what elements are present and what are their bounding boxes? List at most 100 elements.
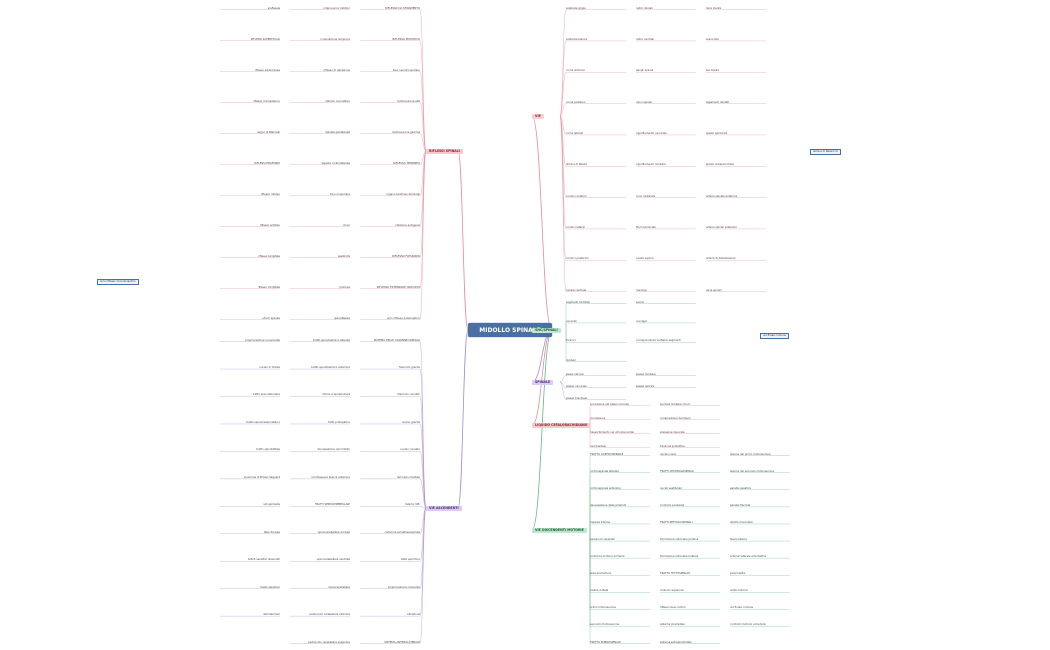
- branch-right-1[interactable]: SNC/SPINALI: [532, 328, 561, 333]
- bottom-left-items-node[interactable]: nucleo gracile: [401, 420, 420, 424]
- bottom-left-items-node[interactable]: vibrazione: [406, 613, 420, 617]
- top-right-items-node[interactable]: corna laterali: [566, 131, 584, 135]
- branch-bottom-left[interactable]: VIE ASCENDENTI: [426, 506, 462, 511]
- top-left-items-node[interactable]: shock spinale: [262, 316, 280, 320]
- bottom-right-items-node[interactable]: fascicolazioni: [730, 537, 748, 541]
- top-left-items-node[interactable]: spasticità: [337, 254, 350, 258]
- top-left-items-node[interactable]: areflessia: [267, 6, 280, 10]
- top-right-items-node[interactable]: gangli spinali: [636, 69, 654, 73]
- bottom-left-items-node[interactable]: commessura bianca anteriore: [311, 475, 350, 479]
- bottom-left-items-node[interactable]: propriocezione incosciente: [245, 338, 280, 342]
- bottom-right-items-node[interactable]: atrofia muscolare: [730, 520, 753, 524]
- top-right-items-node[interactable]: aracnoide: [706, 37, 719, 41]
- bottom-right-items-node[interactable]: poliomielite: [730, 572, 746, 576]
- top-left-items-node[interactable]: RIFLESSO DA STIRAMENTO: [385, 6, 420, 10]
- bottom-right-items-node[interactable]: corteccia motoria primaria: [590, 555, 625, 559]
- right-1-items-node[interactable]: segmenti midollari: [566, 300, 591, 304]
- top-left-items-node[interactable]: motoneurone alfa: [396, 99, 420, 103]
- top-left-items-node[interactable]: riflesso addominale: [254, 68, 280, 72]
- bottom-right-items-node[interactable]: secondo motoneurone: [590, 623, 620, 627]
- right-3-items-node[interactable]: composizione del liquor: [660, 416, 691, 420]
- bottom-right-items-node[interactable]: lesione del primo motoneurone: [730, 452, 771, 456]
- top-left-items-node[interactable]: clono: [343, 223, 350, 227]
- bottom-right-items-node[interactable]: formazione reticolare pontina: [660, 537, 699, 541]
- bottom-right-items-node[interactable]: sistema piramidale: [660, 623, 685, 627]
- bottom-right-items-node[interactable]: unità motoria: [730, 589, 748, 593]
- top-right-items-node[interactable]: rigonfiamento lombare: [636, 163, 666, 167]
- top-right-items-node[interactable]: arterie spinali posteriori: [706, 225, 738, 229]
- right-2-items-node[interactable]: plesso cervicale: [566, 384, 587, 388]
- bottom-left-items-node[interactable]: dolore e temperatura: [322, 393, 350, 397]
- bottom-right-items-node[interactable]: capsula interna: [590, 520, 611, 524]
- top-left-items-node[interactable]: RIFLESSO MIOTATICO: [392, 37, 420, 41]
- bottom-left-items-node[interactable]: tratto spinotalamico anteriore: [311, 365, 350, 369]
- bottom-left-items-node[interactable]: decussazione nel midollo: [317, 448, 350, 452]
- bottom-right-items-node[interactable]: paralisi flaccida: [730, 503, 751, 507]
- bottom-right-items-node[interactable]: peduncoli cerebrali: [590, 537, 615, 541]
- right-1-items-node[interactable]: toracici: [566, 339, 576, 343]
- bottom-left-items-node[interactable]: deficit sensitivi dissociati: [247, 558, 280, 562]
- top-left-items-node[interactable]: RIFLESSO TENDINEO: [393, 161, 420, 165]
- bottom-left-items-node[interactable]: tatto protopatico: [328, 420, 350, 424]
- bottom-left-items-node[interactable]: fascicolo gracile: [399, 365, 420, 369]
- right-2-items-node[interactable]: plesso sacrale: [636, 384, 655, 388]
- top-right-items-node[interactable]: legamenti dentati: [706, 100, 730, 104]
- right-2-items-node[interactable]: plesso lombare: [636, 372, 656, 376]
- top-right-items-node[interactable]: spazio epidurale: [706, 131, 728, 135]
- bottom-right-items-node[interactable]: lesione del secondo motoneurone: [730, 469, 774, 473]
- bottom-left-items-node[interactable]: tratto spinomesencefalico: [246, 420, 280, 424]
- branch-right-3[interactable]: LIQUIDO CEFALORACHIDIANO: [532, 423, 591, 428]
- bottom-right-items-node[interactable]: TRATTI RETICOLOSPINALI: [660, 520, 693, 524]
- top-left-items-node[interactable]: RIFLESSI PROFONDI: [254, 161, 280, 165]
- top-right-items-node[interactable]: cordoni anteriori: [566, 194, 588, 198]
- top-left-items-node[interactable]: riflesso cremasterico: [252, 99, 280, 103]
- top-left-items-node[interactable]: arco riflesso polisinaptico: [387, 316, 420, 320]
- right-1-items-node[interactable]: lombari: [566, 358, 576, 362]
- right-3-items-node[interactable]: circolazione: [590, 416, 606, 420]
- right-3-items-node[interactable]: produzione nei plessi corioidei: [590, 402, 630, 406]
- top-right-items-node[interactable]: nervi spinali: [636, 100, 652, 104]
- right-3-items-node[interactable]: riassorbimento nei villi aracnoidei: [590, 430, 634, 434]
- bottom-left-items-node[interactable]: tatto epicritico: [401, 558, 420, 562]
- bottom-left-items-node[interactable]: TRATTI SPINOCEREBELLARI: [314, 503, 350, 507]
- top-right-items-node[interactable]: cono midollare: [636, 194, 656, 198]
- bottom-left-items-node[interactable]: peduncolo cerebellare superiore: [308, 640, 350, 644]
- top-right-items-node[interactable]: sostanza grigia: [566, 6, 586, 10]
- right-3-items-node[interactable]: rachicentesi: [590, 444, 606, 448]
- right-1-items-node[interactable]: corrispondenza vertebre-segmenti: [636, 339, 681, 343]
- top-right-items-node[interactable]: rigonfiamento cervicale: [636, 131, 667, 135]
- top-left-items-node[interactable]: ipotonia: [339, 285, 350, 289]
- bottom-left-items-node[interactable]: cuneocerebellare: [327, 585, 350, 589]
- bottom-left-items-node[interactable]: livello sensitivo: [260, 585, 280, 589]
- right-2-items-node[interactable]: plesso brachiale: [566, 396, 588, 400]
- right-1-items-node[interactable]: coccigeo: [636, 319, 648, 323]
- bottom-right-items-node[interactable]: decussazione delle piramidi: [590, 503, 627, 507]
- bottom-left-items-node[interactable]: spinocerebellare dorsale: [318, 530, 350, 534]
- top-right-items-node[interactable]: canale centrale: [566, 288, 587, 292]
- top-right-items-node[interactable]: lamine di Rexed: [566, 163, 587, 167]
- bottom-right-items-node[interactable]: TRATTO CORTICOSPINALE: [590, 452, 624, 456]
- bottom-right-items-node[interactable]: TRATTO RUBROSPINALE: [590, 640, 621, 644]
- bottom-right-items-node[interactable]: paralisi spastica: [730, 486, 751, 490]
- top-left-items-node[interactable]: riflesso bicipitale: [258, 254, 280, 258]
- bottom-left-items-node[interactable]: peduncolo cerebellare inferiore: [309, 613, 350, 617]
- top-left-items-node[interactable]: tono muscolare: [329, 192, 350, 196]
- bottom-left-items-node[interactable]: nucleo di Clarke: [259, 365, 280, 369]
- top-left-items-node[interactable]: motoneurone gamma: [391, 130, 420, 134]
- root-topic[interactable]: MIDOLLO SPINALE: [468, 323, 552, 337]
- top-right-items-node[interactable]: corna posteriori: [566, 100, 587, 104]
- bottom-right-items-node[interactable]: TRATTI VESTIBOLOSPINALI: [660, 469, 695, 473]
- right-1-items-node[interactable]: cervicali: [566, 319, 577, 323]
- top-left-items-node[interactable]: riflesso tricipitale: [257, 285, 280, 289]
- bottom-left-items-node[interactable]: tratto spinotettale: [256, 448, 280, 452]
- bottom-right-items-node[interactable]: formazione reticolare bulbare: [660, 555, 699, 559]
- top-left-items-node[interactable]: riflesso rotuleo: [260, 192, 280, 196]
- right-1-items-node[interactable]: sacrali: [636, 300, 645, 304]
- bottom-left-items-node[interactable]: fascicolo cuneato: [397, 393, 420, 397]
- bottom-right-items-node[interactable]: TRATTO TETTOSPINALE: [660, 572, 691, 576]
- branch-bottom-right[interactable]: VIE DISCENDENTI MOTORIE: [532, 528, 587, 533]
- bottom-right-items-node[interactable]: area premotoria: [590, 572, 611, 576]
- bottom-left-items-node[interactable]: SISTEMA DELLE COLONNE DORSALI: [373, 338, 420, 342]
- bottom-right-items-node[interactable]: controllo motorio volontario: [730, 623, 767, 627]
- right-3-items-node[interactable]: puntura lombare L3-L4: [660, 402, 690, 406]
